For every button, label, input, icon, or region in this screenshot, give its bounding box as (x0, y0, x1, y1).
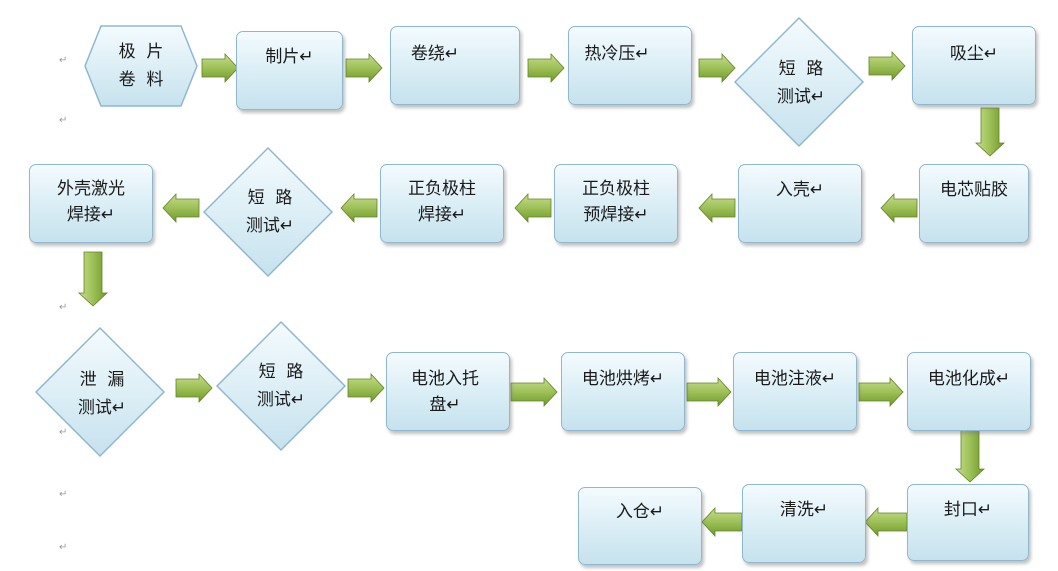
n-yuhanjie-label: 正负极柱 预焊接↵ (582, 179, 650, 225)
n-ruqiao: 入壳↵ (738, 164, 862, 243)
n-duanlu1-label: 短 路 测试↵ (776, 59, 826, 107)
n-zhuye: 电池注液↵ (733, 352, 857, 431)
n-qingxi-label: 清洗↵ (779, 500, 829, 520)
n-zhipian-label: 制片↵ (265, 47, 314, 67)
n-xichen-label: 吸尘↵ (949, 44, 999, 64)
flow-arrow-2 (345, 52, 383, 84)
flow-arrow-10 (340, 192, 378, 224)
n-diantietiejiao-label: 电芯贴胶 (940, 180, 1008, 200)
n-yuhanjie: 正负极柱 预焊接↵ (554, 164, 678, 243)
n-huacheng: 电池化成↵ (907, 352, 1031, 431)
n-hanjie: 正负极柱 焊接↵ (380, 164, 504, 243)
n-xielou (34, 326, 166, 458)
flow-arrow-11 (162, 192, 200, 224)
n-duanlu2-label: 短 路 测试↵ (245, 188, 295, 236)
n-xichen: 吸尘↵ (912, 26, 1036, 105)
n-fengkou-label: 封口↵ (943, 500, 993, 520)
n-duanlu1 (733, 16, 865, 148)
n-tuopan: 电池入托 盘↵ (386, 352, 510, 431)
n-rucang-label: 入仓↵ (615, 502, 665, 522)
n-hongkao: 电池烘烤↵ (561, 352, 685, 431)
n-fengkou: 封口↵ (907, 484, 1029, 561)
paragraph-mark: ↵ (59, 55, 68, 66)
n-huacheng-label: 电池化成↵ (927, 369, 1011, 389)
flow-arrow-8 (698, 192, 736, 224)
n-jipian-label: 极 片 卷 料 (118, 42, 164, 90)
flow-arrow-12 (77, 251, 109, 307)
flow-arrow-15 (510, 376, 558, 408)
flow-arrow-16 (686, 376, 732, 408)
flow-arrow-4 (698, 52, 736, 84)
flow-arrow-19 (864, 506, 908, 538)
flow-arrow-9 (514, 192, 552, 224)
flow-arrow-14 (347, 372, 385, 404)
n-jiguang: 外壳激光 焊接↵ (29, 164, 153, 243)
n-juanrao: 卷绕↵ (390, 26, 520, 105)
n-ruqiao-label: 入壳↵ (775, 180, 825, 200)
n-duanlu3-label: 短 路 测试↵ (256, 362, 306, 410)
flow-arrow-13 (175, 372, 213, 404)
n-juanrao-label: 卷绕↵ (410, 44, 460, 64)
paragraph-mark: ↵ (59, 427, 68, 438)
n-jipian (84, 25, 198, 107)
n-hongkao-label: 电池烘烤↵ (581, 369, 665, 389)
paragraph-mark: ↵ (59, 302, 68, 313)
n-zhuye-label: 电池注液↵ (753, 369, 837, 389)
flow-arrow-6 (974, 107, 1006, 157)
n-hanjie-label: 正负极柱 焊接↵ (408, 179, 476, 225)
n-rucang: 入仓↵ (578, 487, 702, 565)
n-diantietiejiao: 电芯贴胶 (919, 164, 1029, 243)
flow-arrow-7 (880, 192, 918, 224)
flow-arrow-17 (858, 376, 904, 408)
flow-arrow-18 (954, 426, 986, 483)
paragraph-mark: ↵ (59, 542, 68, 553)
n-xielou-label: 泄 漏 测试↵ (77, 370, 127, 418)
paragraph-mark: ↵ (59, 115, 68, 126)
n-jiguang-label: 外壳激光 焊接↵ (57, 179, 125, 225)
n-relengya: 热冷压↵ (568, 26, 692, 105)
n-duanlu3 (215, 320, 347, 452)
flow-arrow-20 (701, 506, 743, 538)
n-qingxi: 清洗↵ (742, 484, 866, 563)
n-tuopan-label: 电池入托 盘↵ (411, 369, 479, 415)
flow-arrow-5 (868, 50, 906, 82)
n-relengya-label: 热冷压↵ (584, 44, 650, 64)
paragraph-mark: ↵ (59, 489, 68, 500)
n-zhipian: 制片↵ (236, 31, 343, 110)
n-duanlu2 (202, 146, 334, 278)
flow-arrow-3 (527, 52, 565, 84)
flow-arrow-1 (201, 52, 239, 84)
